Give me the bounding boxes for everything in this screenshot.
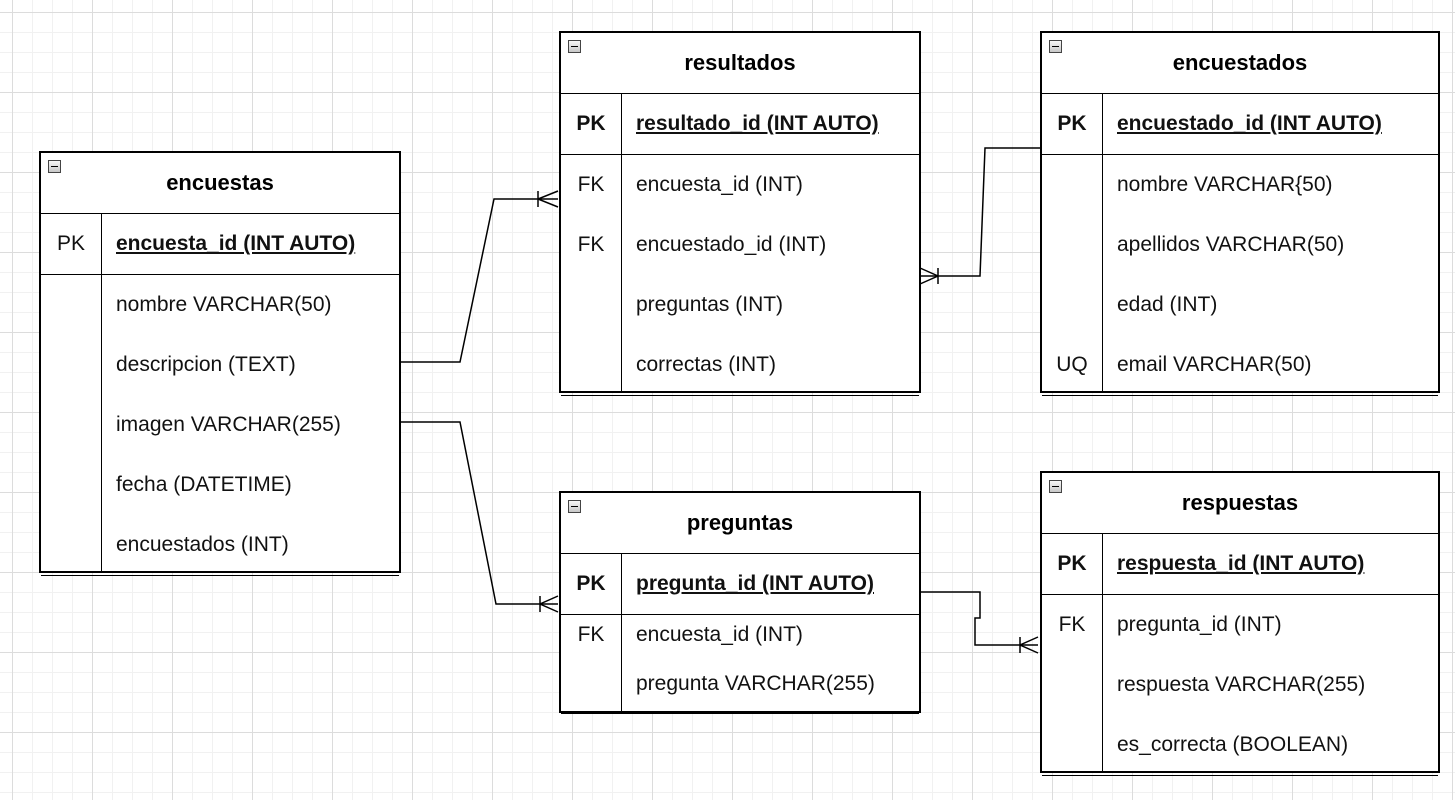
field-name: encuesta_id (INT AUTO) bbox=[116, 232, 356, 255]
field-row[interactable]: PK respuesta_id (INT AUTO) bbox=[1042, 534, 1438, 594]
field-row[interactable]: FK encuesta_id (INT) bbox=[561, 615, 919, 655]
table-respuestas[interactable]: respuestas PK respuesta_id (INT AUTO) FK… bbox=[1040, 471, 1440, 776]
key-label: UQ bbox=[1056, 353, 1088, 376]
field-name: encuesta_id (INT) bbox=[636, 623, 803, 646]
field-name: fecha (DATETIME) bbox=[116, 473, 292, 496]
pk-section: PK resultado_id (INT AUTO) bbox=[561, 94, 919, 155]
key-label: PK bbox=[56, 232, 85, 255]
field-name: encuestados (INT) bbox=[116, 533, 289, 556]
pk-section: PK encuesta_id (INT AUTO) bbox=[41, 214, 399, 275]
table-header: encuestas bbox=[41, 153, 399, 214]
crowfoot-resultados-encuesta bbox=[535, 190, 559, 208]
field-name: encuesta_id (INT) bbox=[636, 173, 803, 196]
collapse-icon[interactable] bbox=[48, 160, 61, 173]
field-name: imagen VARCHAR(255) bbox=[116, 413, 341, 436]
pk-section: PK pregunta_id (INT AUTO) bbox=[561, 554, 919, 615]
field-row[interactable]: descripcion (TEXT) bbox=[41, 335, 399, 395]
crowfoot-respuestas-pregunta bbox=[1018, 636, 1039, 654]
table-title: preguntas bbox=[686, 510, 794, 535]
rel-encuestas-preguntas bbox=[400, 421, 558, 605]
collapse-icon[interactable] bbox=[568, 40, 581, 53]
field-row[interactable]: encuestados (INT) bbox=[41, 515, 399, 575]
key-label: PK bbox=[576, 572, 606, 595]
table-resultados[interactable]: resultados PK resultado_id (INT AUTO) FK… bbox=[559, 31, 921, 396]
table-encuestas[interactable]: encuestas PK encuesta_id (INT AUTO) nomb… bbox=[39, 151, 401, 576]
key-label: FK bbox=[577, 173, 605, 196]
field-name: email VARCHAR(50) bbox=[1117, 353, 1312, 376]
key-label: PK bbox=[1057, 552, 1087, 575]
fields-section: FK pregunta_id (INT) respuesta VARCHAR(25… bbox=[1042, 595, 1438, 776]
field-row[interactable]: imagen VARCHAR(255) bbox=[41, 395, 399, 455]
table-header: encuestados bbox=[1042, 33, 1438, 94]
field-name: respuesta_id (INT AUTO) bbox=[1117, 552, 1365, 575]
field-row[interactable]: pregunta VARCHAR(255) bbox=[561, 655, 919, 713]
table-title: encuestados bbox=[1172, 50, 1308, 75]
field-name: apellidos VARCHAR(50) bbox=[1117, 233, 1345, 256]
field-name: pregunta_id (INT) bbox=[1117, 613, 1282, 636]
crowfoot-resultados-encuestado bbox=[919, 267, 940, 285]
table-encuestados[interactable]: encuestados PK encuestado_id (INT AUTO) … bbox=[1040, 31, 1440, 396]
field-name: encuestado_id (INT) bbox=[636, 233, 827, 256]
field-name: respuesta VARCHAR(255) bbox=[1117, 673, 1366, 696]
column-divider bbox=[621, 93, 622, 391]
field-row[interactable]: fecha (DATETIME) bbox=[41, 455, 399, 515]
rel-encuestados-resultados bbox=[920, 147, 1045, 277]
key-label: PK bbox=[1057, 112, 1087, 135]
pk-section: PK encuestado_id (INT AUTO) bbox=[1042, 94, 1438, 155]
field-row[interactable]: preguntas (INT) bbox=[561, 275, 919, 335]
field-name: correctas (INT) bbox=[636, 353, 777, 376]
table-header: respuestas bbox=[1042, 473, 1438, 534]
field-row[interactable]: es_correcta (BOOLEAN) bbox=[1042, 715, 1438, 775]
table-title: respuestas bbox=[1181, 490, 1299, 515]
pk-section: PK respuesta_id (INT AUTO) bbox=[1042, 534, 1438, 595]
collapse-icon[interactable] bbox=[1049, 480, 1062, 493]
field-row[interactable]: edad (INT) bbox=[1042, 275, 1438, 335]
fields-section: FK encuesta_id (INT) FK encuestado_id (INT… bbox=[561, 155, 919, 396]
field-name: resultado_id (INT AUTO) bbox=[636, 112, 879, 135]
field-row[interactable]: nombre VARCHAR(50) bbox=[41, 275, 399, 335]
field-row[interactable]: PK encuestado_id (INT AUTO) bbox=[1042, 94, 1438, 154]
field-row[interactable]: correctas (INT) bbox=[561, 335, 919, 395]
field-row[interactable]: nombre VARCHAR{50) bbox=[1042, 155, 1438, 215]
collapse-icon[interactable] bbox=[568, 500, 581, 513]
table-header: preguntas bbox=[561, 493, 919, 554]
field-name: pregunta VARCHAR(255) bbox=[636, 672, 875, 695]
field-row[interactable]: FK encuesta_id (INT) bbox=[561, 155, 919, 215]
rel-preguntas-respuestas bbox=[920, 591, 1038, 646]
fields-section: FK encuesta_id (INT) pregunta VARCHAR(255… bbox=[561, 615, 919, 714]
collapse-icon[interactable] bbox=[1049, 40, 1062, 53]
column-divider bbox=[1102, 533, 1103, 771]
field-name: encuestado_id (INT AUTO) bbox=[1117, 112, 1382, 135]
table-header: resultados bbox=[561, 33, 919, 94]
table-title: resultados bbox=[684, 50, 796, 75]
fields-section: nombre VARCHAR{50) apellidos VARCHAR(50)… bbox=[1042, 155, 1438, 396]
field-name: pregunta_id (INT AUTO) bbox=[636, 572, 874, 595]
rel-encuestas-resultados bbox=[400, 198, 558, 363]
field-name: es_correcta (BOOLEAN) bbox=[1117, 733, 1349, 756]
field-row[interactable]: respuesta VARCHAR(255) bbox=[1042, 655, 1438, 715]
field-name: preguntas (INT) bbox=[636, 293, 784, 316]
field-row[interactable]: PK encuesta_id (INT AUTO) bbox=[41, 214, 399, 274]
column-divider bbox=[1102, 93, 1103, 391]
field-name: descripcion (TEXT) bbox=[116, 353, 296, 376]
field-row[interactable]: PK pregunta_id (INT AUTO) bbox=[561, 554, 919, 614]
table-preguntas[interactable]: preguntas PK pregunta_id (INT AUTO) FK en… bbox=[559, 491, 921, 714]
key-label: PK bbox=[576, 112, 606, 135]
column-divider bbox=[621, 553, 622, 711]
field-row[interactable]: FK encuestado_id (INT) bbox=[561, 215, 919, 275]
field-name: edad (INT) bbox=[1117, 293, 1218, 316]
key-label: FK bbox=[577, 233, 605, 256]
table-title: encuestas bbox=[166, 170, 274, 195]
column-divider bbox=[101, 213, 102, 571]
fields-section: nombre VARCHAR(50) descripcion (TEXT) im… bbox=[41, 275, 399, 576]
field-row[interactable]: UQ email VARCHAR(50) bbox=[1042, 335, 1438, 395]
field-row[interactable]: PK resultado_id (INT AUTO) bbox=[561, 94, 919, 154]
key-label: FK bbox=[1058, 613, 1086, 636]
crowfoot-preguntas-encuesta bbox=[538, 595, 559, 613]
field-row[interactable]: FK pregunta_id (INT) bbox=[1042, 595, 1438, 655]
key-label: FK bbox=[577, 623, 605, 646]
field-name: nombre VARCHAR(50) bbox=[116, 293, 332, 316]
field-name: nombre VARCHAR{50) bbox=[1117, 173, 1333, 196]
field-row[interactable]: apellidos VARCHAR(50) bbox=[1042, 215, 1438, 275]
